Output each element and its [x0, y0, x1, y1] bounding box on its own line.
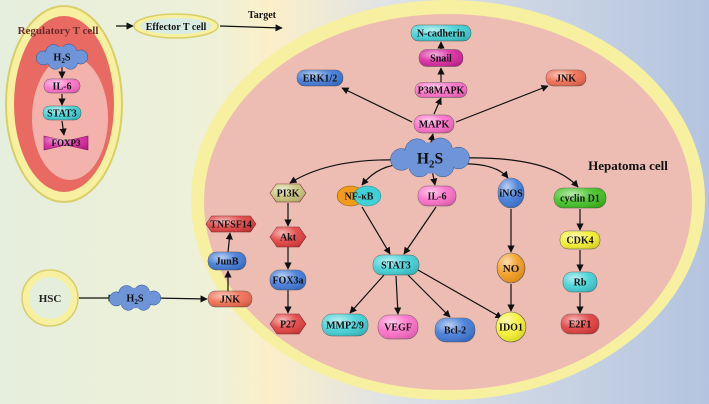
node-e2f1: E2F1 — [560, 313, 600, 335]
node-jnk-left: JNK — [207, 290, 253, 308]
node-label: P38MAPK — [418, 86, 465, 97]
node-label: FOXP3 — [52, 138, 81, 148]
effector-t-cell: Effector T cell — [133, 13, 219, 39]
node-bcl2: Bcl-2 — [434, 317, 476, 343]
effector-t-cell-label: Effector T cell — [146, 22, 207, 33]
hsc-label: HSC — [39, 293, 62, 305]
node-label: IL-6 — [53, 82, 72, 93]
regulatory-t-cell: Regulatory T cell — [5, 5, 123, 203]
node-mmp29: MMP2/9 — [321, 313, 369, 337]
node-vegf: VEGF — [377, 314, 419, 340]
h2s-cloud-main: H2S — [390, 137, 470, 178]
hsc-cell: HSC — [21, 269, 79, 327]
node-ido1: IDO1 — [495, 311, 527, 343]
node-label: STAT3 — [47, 109, 77, 120]
node-p38mapk: P38MAPK — [414, 82, 468, 98]
node-label: FOX3a — [272, 276, 303, 287]
hepatoma-cell-label: Hepatoma cell — [588, 158, 668, 173]
node-label: STAT3 — [381, 261, 411, 272]
arrow — [455, 85, 549, 123]
node-label: JNK — [556, 74, 576, 85]
node-label: PI3K — [277, 189, 300, 200]
node-label: MAPK — [419, 120, 450, 131]
node-label: cyclin D1 — [560, 194, 600, 205]
arrow — [361, 206, 391, 255]
arrow — [341, 87, 413, 123]
arrow — [407, 274, 451, 318]
node-label: E2F1 — [569, 320, 592, 331]
node-erk12: ERK1/2 — [296, 69, 344, 87]
node-junb: JunB — [207, 251, 247, 271]
arrow — [417, 269, 503, 319]
node-label: NO — [503, 263, 520, 275]
regulatory-t-cell-label: Regulatory T cell — [18, 25, 99, 37]
h2s-label: H2S — [417, 150, 444, 170]
node-p27: P27 — [269, 313, 307, 335]
arrow — [289, 159, 401, 184]
node-label: CDK4 — [566, 236, 593, 247]
node-label: Snail — [430, 54, 452, 65]
h2s-label: H2S — [126, 294, 144, 307]
node-label: P27 — [280, 320, 296, 331]
target-label: Target — [248, 10, 277, 21]
node-label: TNFSF14 — [210, 220, 252, 231]
node-label: JunB — [216, 257, 239, 268]
arrow — [59, 120, 67, 136]
node-no: NO — [496, 252, 526, 284]
node-nfkb: NF-κB — [336, 185, 382, 207]
node-label: ERK1/2 — [303, 74, 337, 85]
node-label: IL-6 — [428, 192, 447, 203]
arrow — [349, 274, 385, 314]
node-pi3k: PI3K — [269, 183, 307, 203]
node-label: Akt — [280, 233, 297, 244]
h2s-cloud-treg: H2S — [35, 43, 89, 70]
node-tnfsf14: TNFSF14 — [205, 215, 257, 233]
node-label: Bcl-2 — [444, 326, 466, 337]
node-akt: Akt — [269, 226, 307, 248]
node-stat3: STAT3 — [372, 254, 420, 276]
node-label: JNK — [220, 295, 240, 306]
node-jnk-top: JNK — [545, 69, 587, 87]
node-label: VEGF — [384, 323, 412, 334]
node-cyclind1: cyclin D1 — [553, 187, 607, 209]
node-ncadherin: N-cadherin — [410, 24, 472, 42]
node-label: iNOS — [499, 189, 523, 200]
node-label: Rb — [574, 278, 587, 289]
node-label: IDO1 — [499, 323, 523, 334]
node-il6: IL-6 — [417, 185, 457, 207]
node-rb: Rb — [562, 271, 598, 293]
arrow — [219, 24, 283, 32]
node-snail: Snail — [418, 49, 464, 67]
node-mapk: MAPK — [413, 114, 455, 134]
node-label: N-cadherin — [417, 29, 466, 40]
h2s-cloud-hsc: H2S — [108, 284, 162, 311]
arrow — [152, 295, 208, 303]
node-foxp3: FOXP3 — [43, 135, 89, 151]
h2s-label: H2S — [53, 53, 71, 66]
arrow — [403, 206, 437, 255]
node-il6-treg: IL-6 — [43, 78, 81, 94]
node-fox3a: FOX3a — [269, 269, 307, 291]
node-stat3-treg: STAT3 — [42, 105, 82, 121]
node-label: NF-κB — [345, 192, 374, 203]
node-label: MMP2/9 — [326, 321, 364, 332]
arrow — [433, 97, 442, 115]
node-cdk4: CDK4 — [559, 230, 601, 250]
node-inos: iNOS — [497, 177, 525, 209]
nodes: IL-6STAT3FOXP3N-cadherinSnailP38MAPKERK1… — [35, 24, 607, 343]
arrow — [461, 157, 579, 188]
arrow — [225, 232, 233, 253]
arrow — [394, 275, 402, 315]
